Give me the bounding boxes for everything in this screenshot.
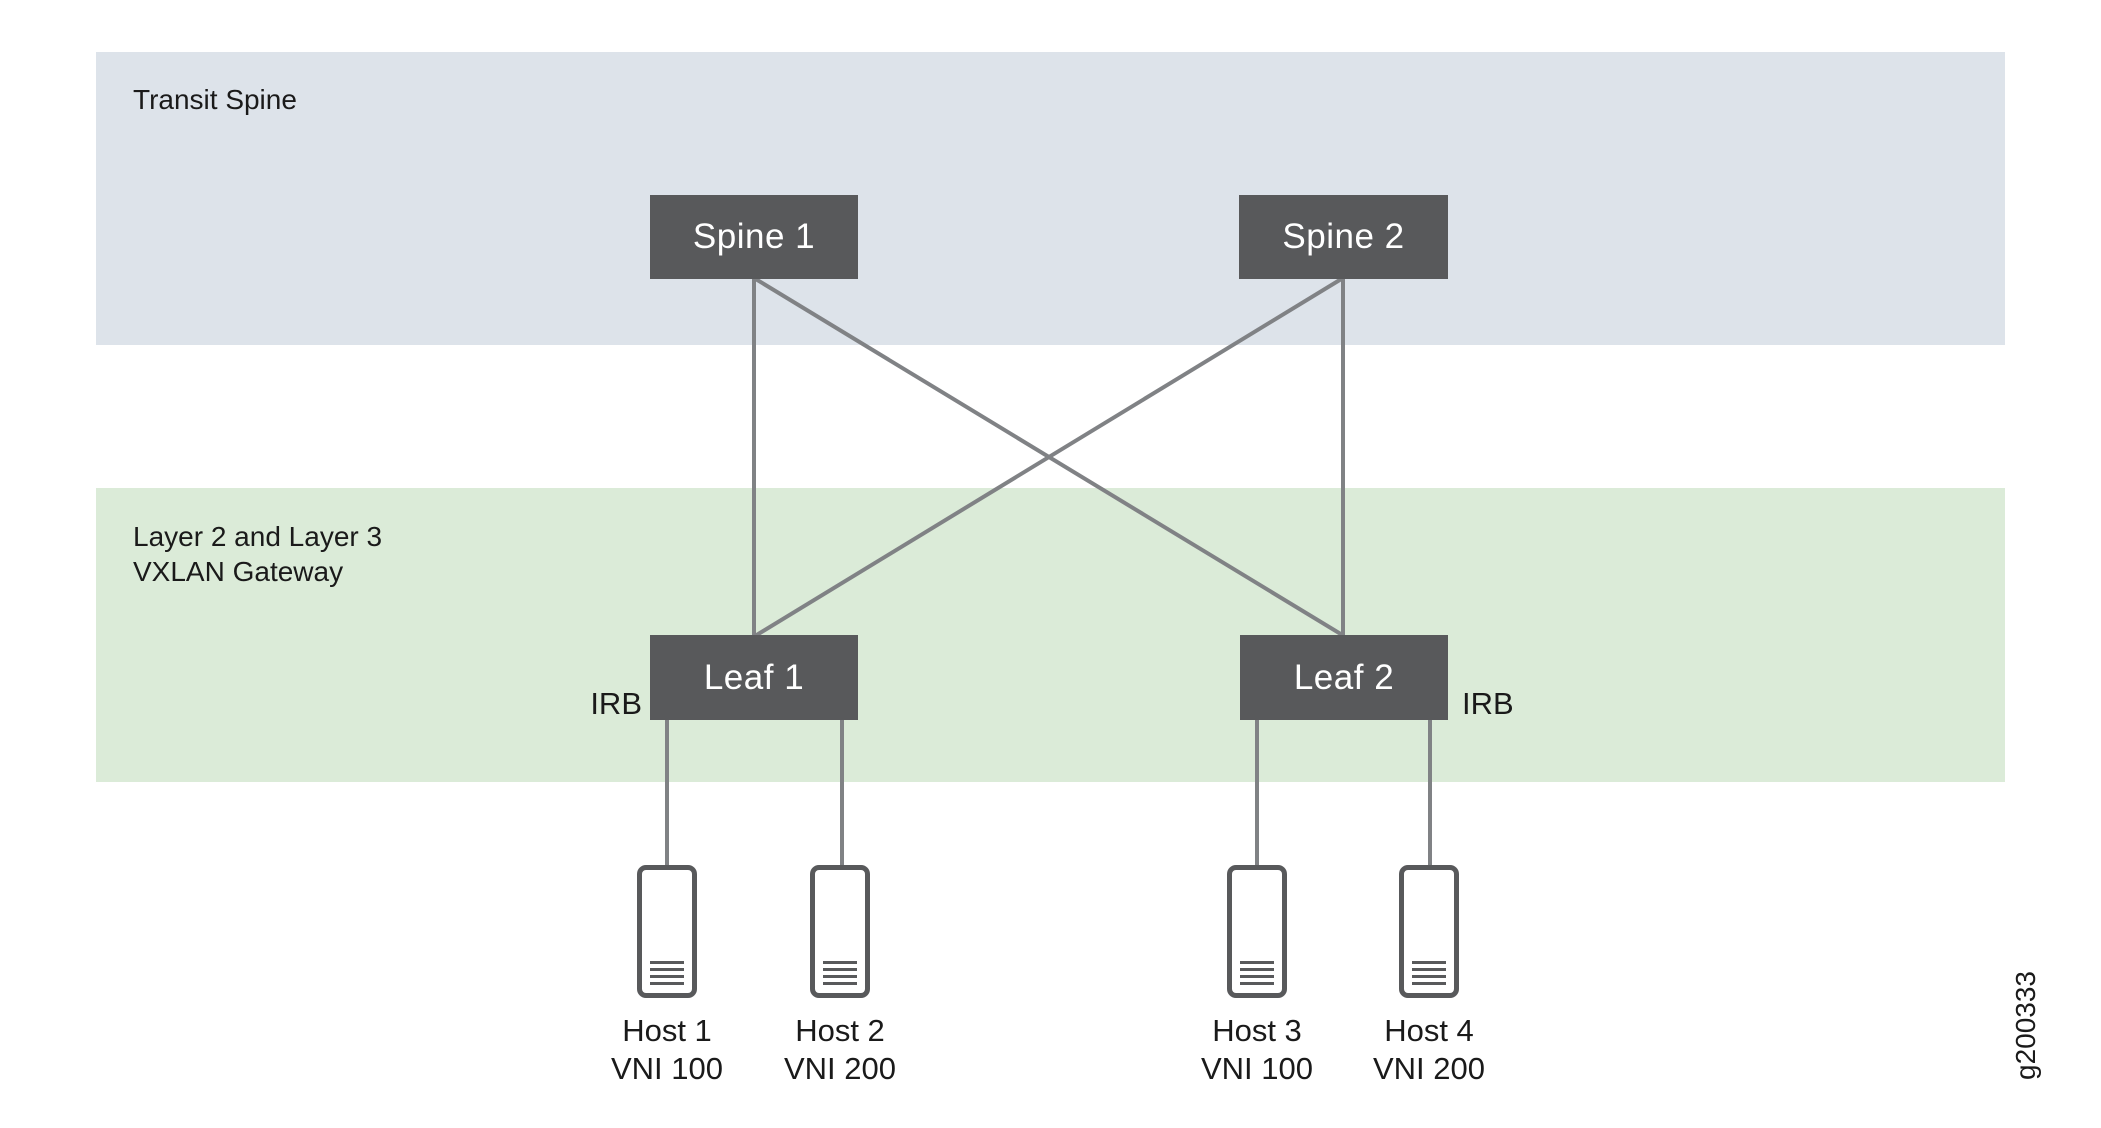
irb-label-leaf1: IRB: [590, 686, 642, 721]
node-leaf1-label: Leaf 1: [703, 657, 805, 697]
host2-server-icon: [810, 865, 870, 998]
node-spine1: Spine 1: [650, 195, 858, 279]
link-spine2-leaf1: [753, 276, 1345, 638]
host1-name: Host 1: [622, 1013, 712, 1048]
node-spine2: Spine 2: [1239, 195, 1448, 279]
host1-label: Host 1 VNI 100: [557, 1012, 777, 1088]
host3-vni: VNI 100: [1200, 1051, 1313, 1086]
node-leaf1: Leaf 1: [650, 635, 858, 720]
host3-label: Host 3 VNI 100: [1147, 1012, 1367, 1088]
host1-vni: VNI 100: [610, 1051, 723, 1086]
node-leaf2: Leaf 2: [1240, 635, 1448, 720]
vxlan-gateway-band-label-line2: VXLAN Gateway: [133, 556, 344, 587]
host2-vni: VNI 200: [783, 1051, 896, 1086]
host4-vni: VNI 200: [1372, 1051, 1485, 1086]
host4-label: Host 4 VNI 200: [1319, 1012, 1539, 1088]
host4-name: Host 4: [1384, 1013, 1474, 1048]
host2-name: Host 2: [795, 1013, 885, 1048]
host4-server-icon: [1399, 865, 1459, 998]
host3-name: Host 3: [1212, 1013, 1302, 1048]
host3-server-icon: [1227, 865, 1287, 998]
host1-vent-lines: [650, 961, 684, 985]
vxlan-gateway-band-label-line1: Layer 2 and Layer 3: [133, 521, 383, 552]
host2-label: Host 2 VNI 200: [730, 1012, 950, 1088]
vxlan-gateway-band-label: Layer 2 and Layer 3 VXLAN Gateway: [133, 519, 382, 589]
host1-server-icon: [637, 865, 697, 998]
node-spine1-label: Spine 1: [692, 217, 816, 256]
host4-vent-lines: [1412, 961, 1446, 985]
node-leaf2-label: Leaf 2: [1293, 657, 1395, 697]
host3-vent-lines: [1240, 961, 1274, 985]
vxlan-gateway-band: Layer 2 and Layer 3 VXLAN Gateway: [96, 488, 2005, 782]
transit-spine-band: Transit Spine: [96, 52, 2005, 345]
figure-id: g200333: [2010, 970, 2041, 1080]
irb-label-leaf2: IRB: [1462, 686, 1514, 721]
host2-vent-lines: [823, 961, 857, 985]
transit-spine-band-label: Transit Spine: [133, 84, 297, 115]
node-spine2-label: Spine 2: [1282, 217, 1405, 256]
